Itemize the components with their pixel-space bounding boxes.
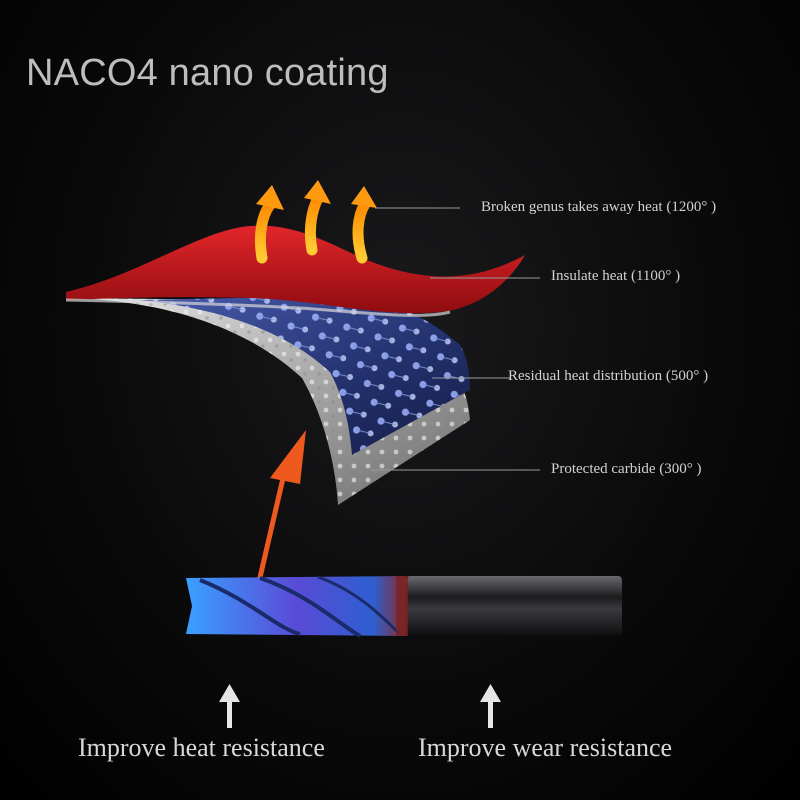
page-title: NACO4 nano coating	[26, 52, 389, 94]
label-leader-lines	[370, 207, 540, 471]
layer-label-protected-carbide: Protected carbide (300° )	[551, 461, 702, 477]
heat-arrows	[254, 180, 377, 264]
heat-arrow-icon	[304, 180, 331, 256]
heat-arrow-icon	[254, 185, 284, 264]
layer-label-residual-heat: Residual heat distribution (500° )	[508, 368, 709, 384]
nano-layer	[140, 296, 470, 455]
benefit-heat-resistance: Improve heat resistance	[78, 733, 325, 762]
tool-shank	[406, 576, 622, 636]
layer-label-insulate-heat: Insulate heat (1100° )	[551, 268, 681, 284]
heat-insulation-layer	[65, 225, 525, 317]
tool-flute	[186, 576, 406, 636]
arrow-up-icon	[480, 684, 501, 728]
layer-label-heat-removal: Broken genus takes away heat (1200° )	[481, 199, 717, 215]
end-mill-tool	[186, 575, 622, 638]
heat-arrow-icon	[351, 186, 377, 264]
arrow-up-icon	[219, 684, 240, 728]
benefit-wear-resistance: Improve wear resistance	[418, 733, 673, 762]
